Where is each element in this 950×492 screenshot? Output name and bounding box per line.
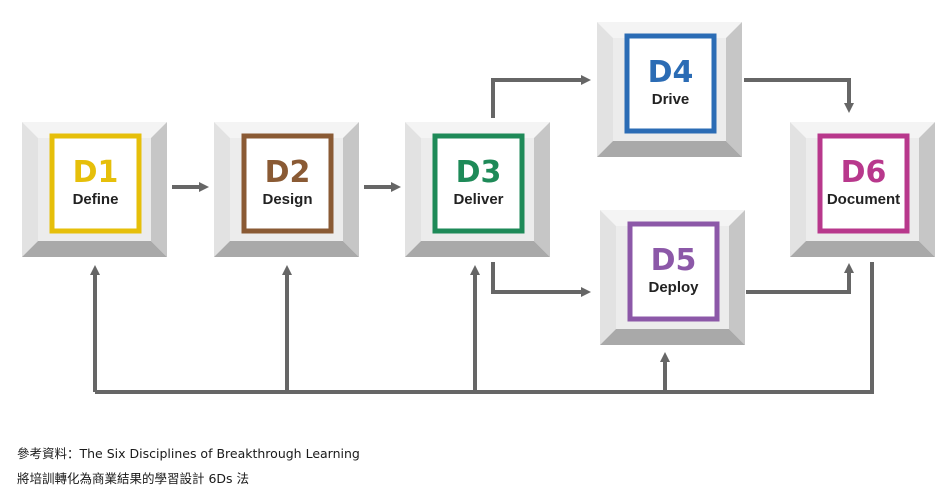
box-d3-label: Deliver [453,191,503,208]
box-d4-label: Drive [652,91,690,108]
caption-subtitle: 將培訓轉化為商業結果的學習設計 6Ds 法 [17,471,250,486]
caption-source: 參考資料：The Six Disciplines of Breakthrough… [17,446,360,461]
box-d5-label: Deploy [648,279,699,296]
box-d1-label: Define [73,191,119,208]
feedback-baseline [95,262,874,394]
box-d1-code: D1 [73,155,119,190]
box-d2-code: D2 [265,155,311,190]
box-d6-label: Document [827,191,900,208]
arrow-d3-to-d5 [491,262,591,297]
arrow-d4-to-d6 [744,78,854,113]
box-d3-code: D3 [456,155,502,190]
box-d5-code: D5 [651,243,697,278]
arrow-d3-to-d4 [491,75,591,118]
box-d2-label: Design [262,191,312,208]
arrow-d5-to-d6 [746,263,854,294]
box-d6-code: D6 [841,155,887,190]
connectors [90,75,874,394]
box-d4-code: D4 [648,55,694,90]
